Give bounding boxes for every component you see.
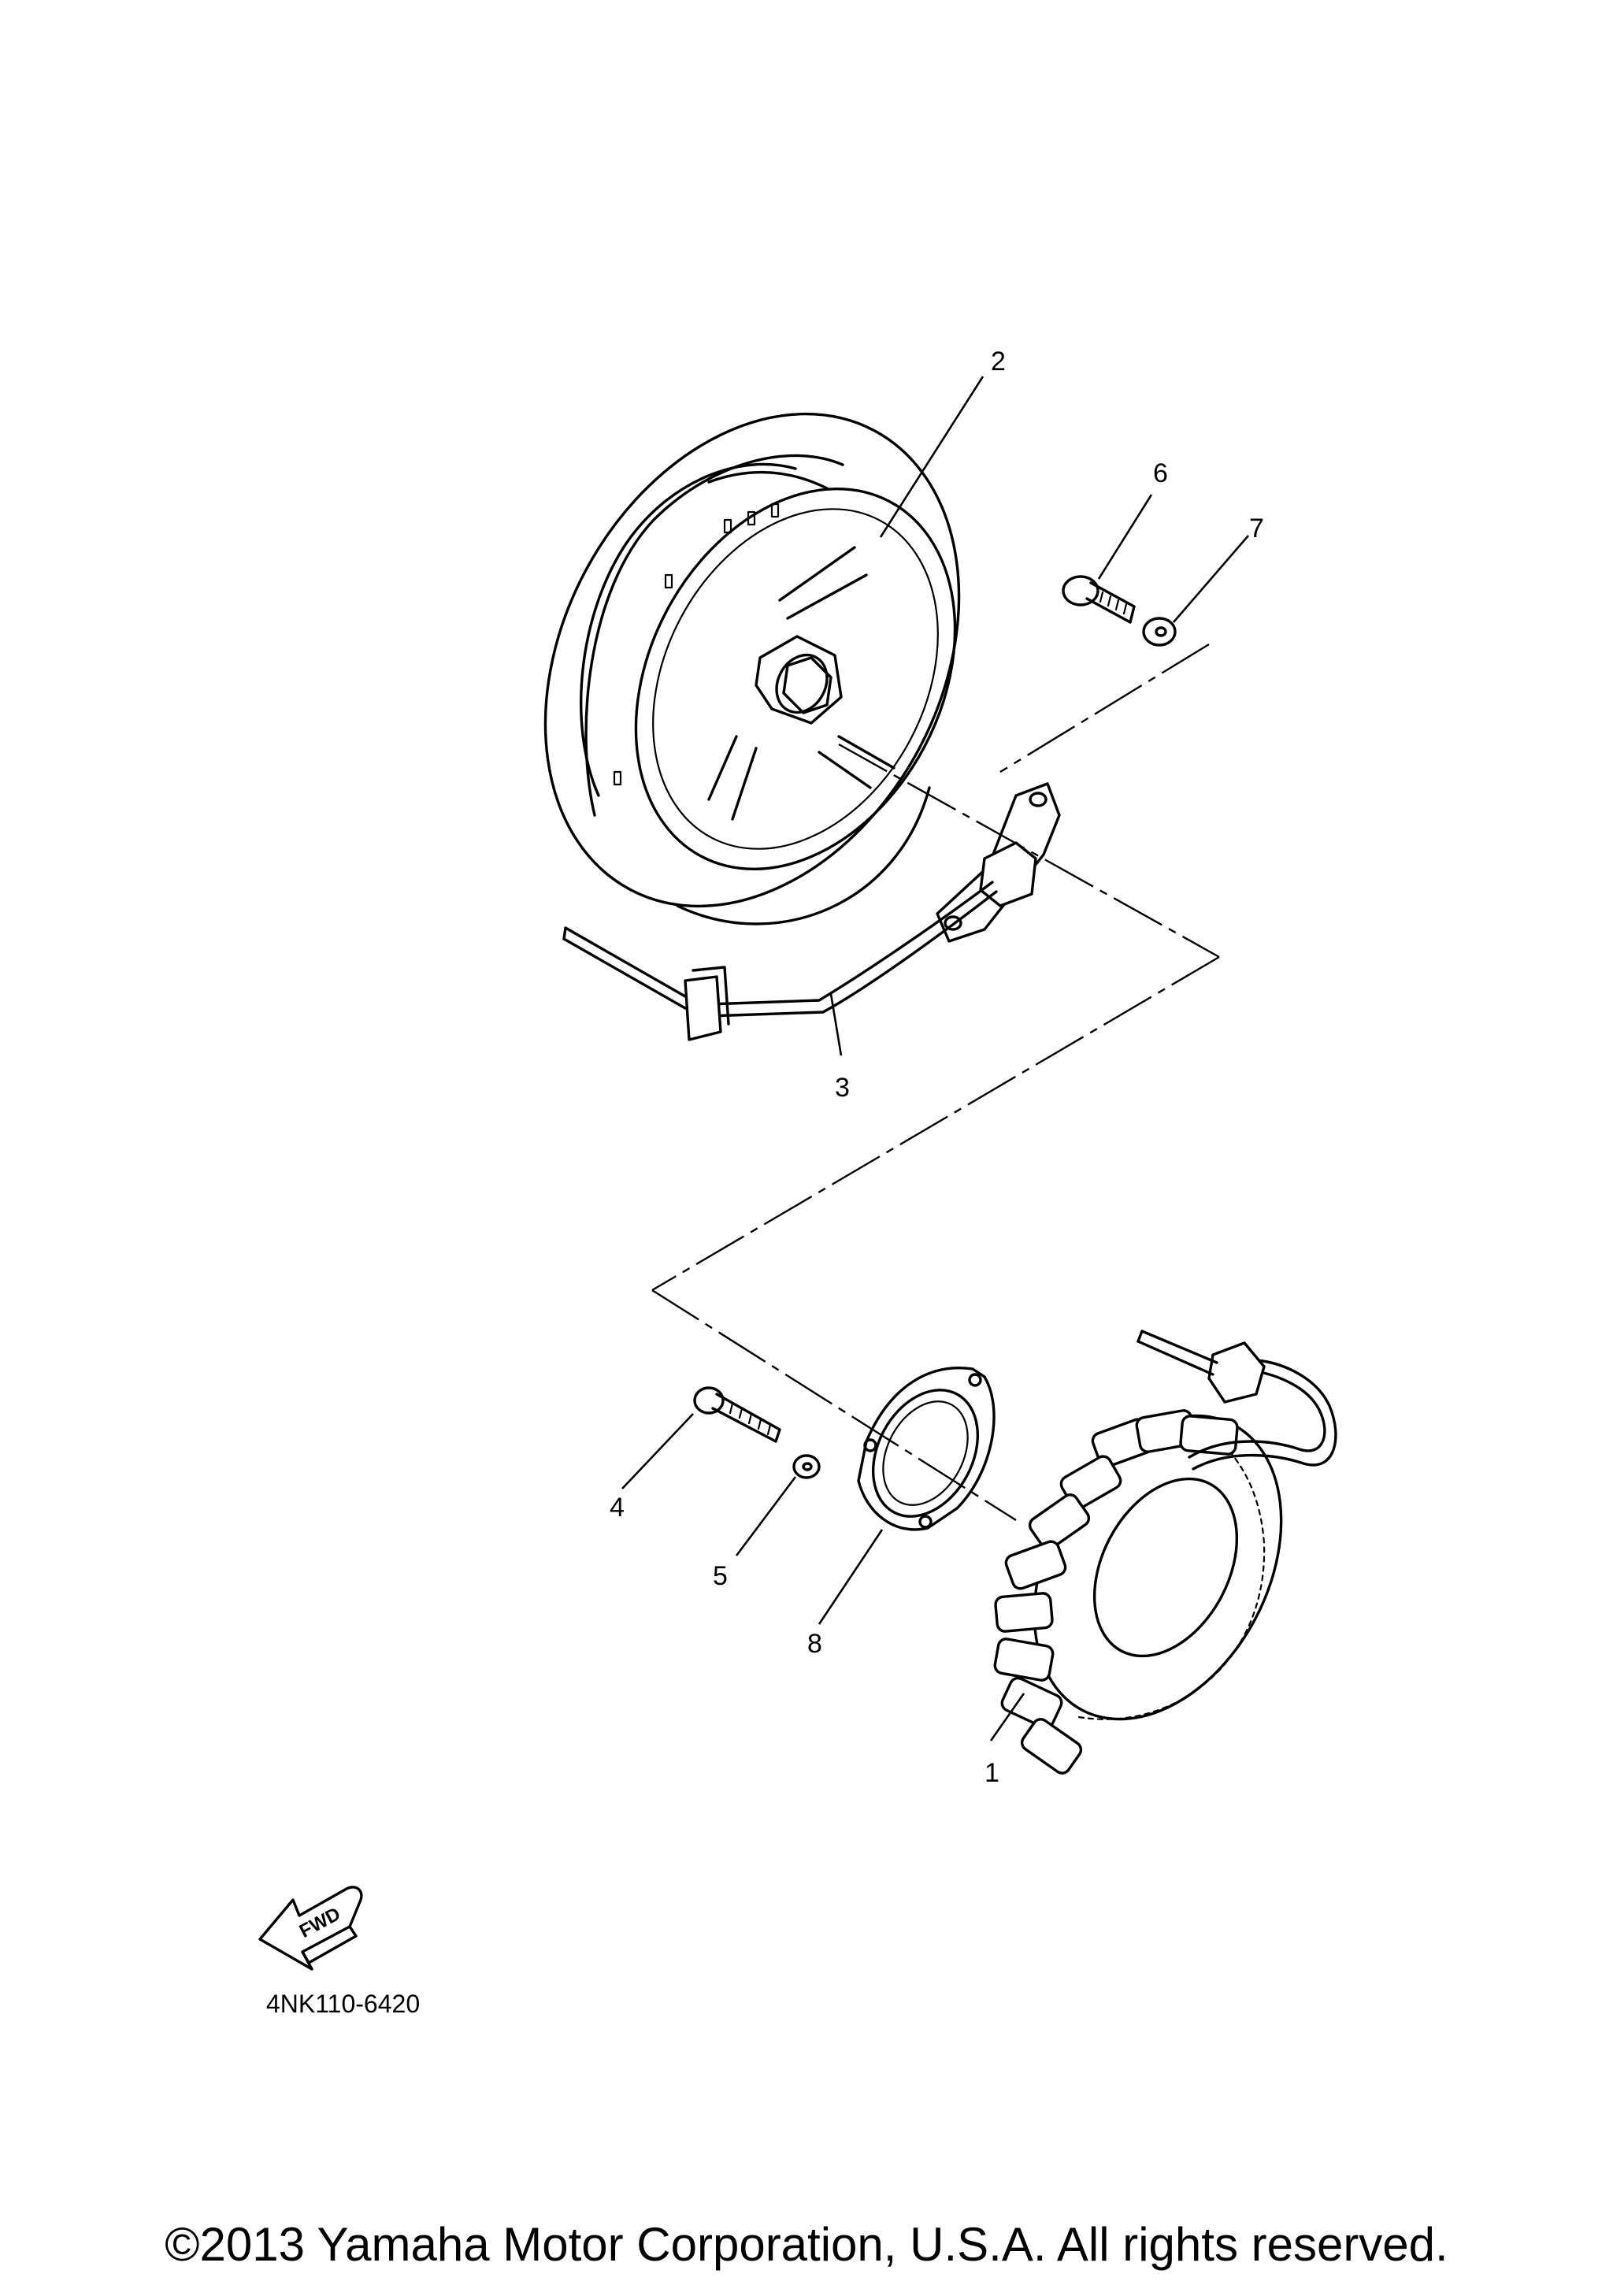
callout-1: 1 xyxy=(984,1758,999,1788)
washer-5 xyxy=(792,1454,821,1479)
stator-coil-5 xyxy=(1004,1540,1067,1590)
rotor-spoke-3 xyxy=(837,735,895,770)
plate-8-hole-3 xyxy=(918,1515,933,1529)
leader-lines xyxy=(621,376,1249,1741)
bolt-6-shank xyxy=(1085,581,1136,624)
rotor-spoke-1 xyxy=(778,546,856,602)
stator-lead-wire-2 xyxy=(1192,1359,1337,1471)
rotor-assembly xyxy=(543,412,961,925)
rotor-inner-ring xyxy=(634,487,957,871)
stator-coil-7 xyxy=(993,1638,1055,1682)
rotor-front-rim xyxy=(543,412,961,908)
rotor-hub-nut-outline xyxy=(755,635,843,725)
pickup-bracket-hole-bottom xyxy=(944,915,962,931)
stator-cable-end xyxy=(1137,1330,1144,1343)
copyright-notice: ©2013 Yamaha Motor Corporation, U.S.A. A… xyxy=(165,2218,1448,2271)
assembly-center-lines xyxy=(651,643,1220,1522)
pickup-grommet xyxy=(684,975,722,1041)
callout-8: 8 xyxy=(807,1629,822,1659)
callout-7: 7 xyxy=(1249,514,1264,543)
stator-cable-top xyxy=(1140,1330,1218,1364)
rotor-slot-2 xyxy=(747,510,756,526)
diagram-code: 4NK110-6420 xyxy=(266,1990,420,2018)
rotor-slot-4 xyxy=(664,573,673,589)
screw-4 xyxy=(693,1386,781,1443)
leader-5 xyxy=(735,1476,797,1556)
rotor-axis-line xyxy=(838,743,1220,959)
pickup-cable-top xyxy=(564,926,687,998)
rotor-spoke-2 xyxy=(786,573,868,620)
rotor-slot-3 xyxy=(770,503,780,518)
leader-4 xyxy=(621,1413,694,1489)
plate-8 xyxy=(857,1367,996,1531)
rotor-slot-5 xyxy=(613,770,622,786)
plate-8-bore xyxy=(882,1400,969,1506)
stator-inner-bore xyxy=(1092,1477,1239,1658)
washer-7 xyxy=(1142,617,1177,647)
bolt-axis-line xyxy=(999,643,1210,773)
callout-6: 6 xyxy=(1153,458,1168,488)
stator-coil-9 xyxy=(1020,1718,1083,1775)
washer-5-outer xyxy=(792,1454,821,1479)
callout-5: 5 xyxy=(713,1561,728,1591)
pickup-coil-assembly xyxy=(562,782,1061,1041)
pickup-cable-end xyxy=(562,926,567,940)
leader-3 xyxy=(829,993,843,1056)
pickup-cable-bottom xyxy=(562,937,687,1010)
bolt-6-head xyxy=(1062,575,1099,606)
plate-8-hole-2 xyxy=(863,1438,877,1452)
stator-grommet xyxy=(1207,1341,1266,1404)
rotor-spoke-5 xyxy=(731,747,758,821)
stator-coil-8 xyxy=(1000,1676,1063,1730)
axis-diagonal-line xyxy=(651,955,1220,1292)
screw-4-shank xyxy=(711,1393,781,1443)
screw-4-head xyxy=(693,1386,725,1415)
leader-6 xyxy=(1097,494,1153,580)
washer-5-hole xyxy=(802,1462,813,1471)
plate-8-inner-ring xyxy=(871,1389,980,1518)
fwd-arrow-depth xyxy=(301,1925,358,1964)
rotor-spoke-4 xyxy=(818,751,872,789)
screw-4-thread xyxy=(729,1402,772,1436)
rotor-back-rim xyxy=(579,462,797,797)
fwd-arrow-shape xyxy=(258,1886,363,1971)
bolt-6 xyxy=(1062,575,1136,624)
callout-numbers: 2 6 7 3 4 5 8 1 xyxy=(610,347,1264,1788)
rotor-side-band xyxy=(584,454,844,817)
leader-7 xyxy=(1173,535,1249,623)
pickup-grommet-edge xyxy=(692,966,730,1026)
pickup-lead-wire xyxy=(707,881,994,1006)
leader-8 xyxy=(818,1529,884,1625)
rotor-inner-ring-lip xyxy=(652,508,939,850)
stator-assembly xyxy=(993,1330,1337,1775)
plate-8-hole-1 xyxy=(968,1373,982,1387)
bolt-6-thread xyxy=(1099,591,1128,615)
stator-axis-line xyxy=(651,1289,1017,1522)
leader-1 xyxy=(989,1693,1025,1741)
callout-2: 2 xyxy=(991,347,1006,376)
washer-7-hole xyxy=(1155,626,1167,637)
stator-lead-wire xyxy=(1188,1369,1326,1459)
stator-coil-4 xyxy=(1028,1493,1091,1550)
washer-7-outer xyxy=(1142,617,1177,647)
callout-4: 4 xyxy=(610,1493,625,1523)
rotor-rear-face-top xyxy=(707,470,829,490)
fwd-arrow-icon: FWD xyxy=(258,1886,363,1971)
rotor-rim-bottom xyxy=(676,786,931,925)
stator-cable-bottom xyxy=(1137,1340,1214,1376)
leader-2 xyxy=(879,376,984,538)
stator-coil-6 xyxy=(994,1592,1054,1633)
callout-3: 3 xyxy=(835,1073,850,1103)
rotor-slot-1 xyxy=(723,518,732,534)
rotor-hub-bore xyxy=(775,653,829,714)
rotor-spoke-6 xyxy=(707,735,738,801)
pickup-bracket-hole-top xyxy=(1029,792,1048,807)
